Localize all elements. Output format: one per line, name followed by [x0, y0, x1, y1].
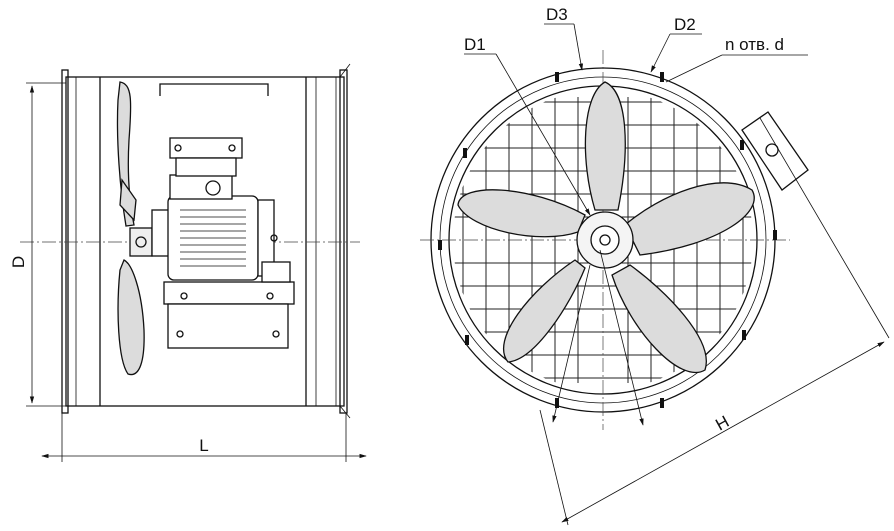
blade-top: [584, 81, 626, 211]
d3-label: D3: [546, 5, 568, 24]
side-impeller: [116, 81, 153, 376]
inlet-flange: [61, 69, 69, 414]
blade-lower-left: [502, 259, 586, 363]
blade-right: [624, 182, 755, 256]
mounting-plate: [163, 261, 295, 349]
blade-left: [457, 189, 586, 238]
top-bracket: [159, 83, 269, 96]
d1-leader: [495, 53, 591, 216]
holes-label: n отв. d: [725, 35, 784, 54]
side-view: D L: [9, 63, 367, 462]
h-label: H: [712, 412, 732, 435]
d2-label: D2: [674, 15, 696, 34]
d1-label: D1: [464, 35, 486, 54]
outlet-flange: [339, 69, 348, 414]
junction-box: [741, 111, 809, 191]
l-label: L: [199, 436, 208, 455]
housing-outline: [65, 76, 345, 407]
front-view: D1 D3 D2 n отв. d H: [420, 5, 890, 526]
h-dimension-line: [561, 341, 885, 523]
motor: [151, 137, 278, 281]
d3-leader: [573, 23, 584, 71]
d2-leader: [650, 33, 671, 73]
holes-leader: [665, 54, 723, 83]
d-label: D: [9, 256, 28, 268]
front-impeller: [457, 81, 755, 373]
